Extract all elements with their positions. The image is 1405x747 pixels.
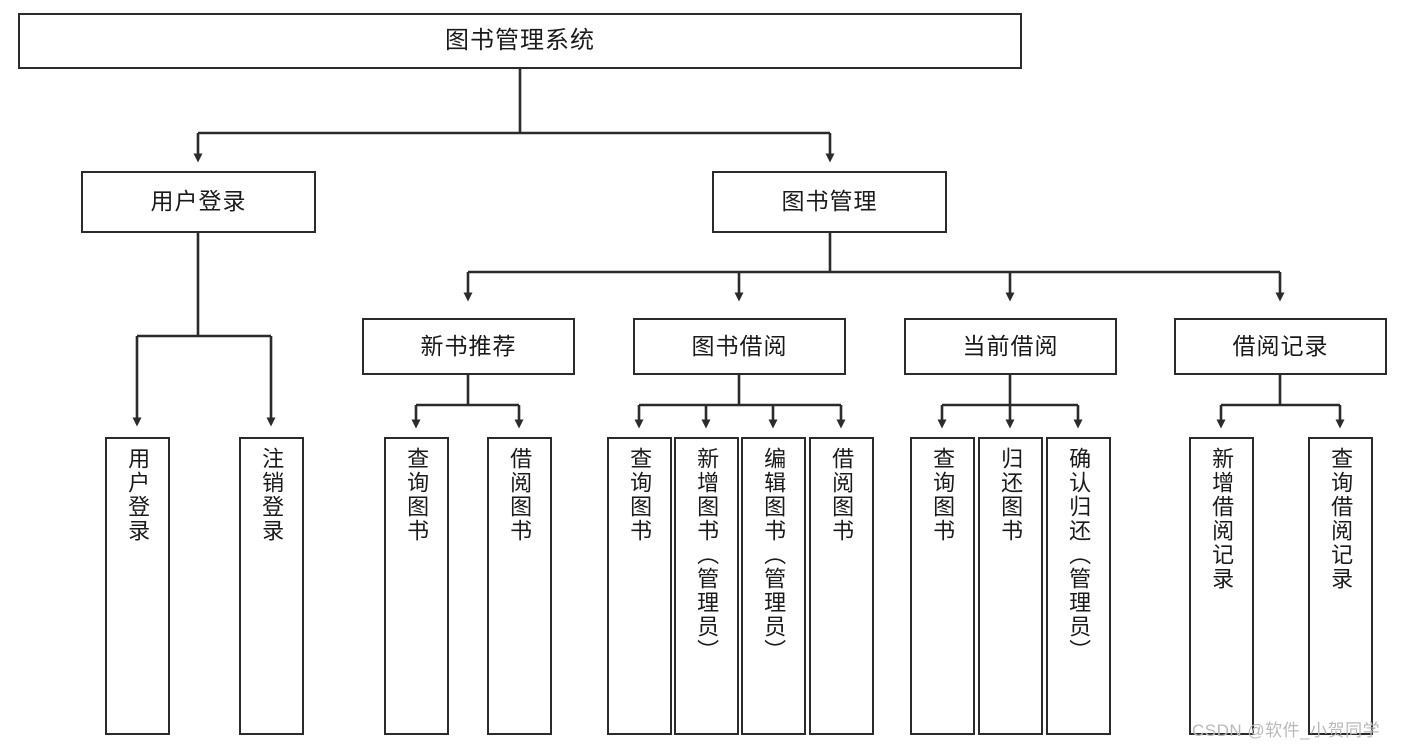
leaf-add-borrow-record[interactable]: 新增借阅记录	[1189, 437, 1254, 735]
leaf-label: 注销登录	[259, 447, 285, 543]
node-label: 借阅记录	[1232, 332, 1329, 359]
leaf-logout[interactable]: 注销登录	[239, 437, 304, 735]
leaf-user-login[interactable]: 用户登录	[105, 437, 170, 735]
leaf-label: 查询图书	[930, 447, 956, 543]
node-user-login[interactable]: 用户登录	[81, 171, 316, 233]
leaf-add-book-admin[interactable]: 新增图书（管理员）	[674, 437, 739, 735]
leaf-return-books[interactable]: 归还图书	[978, 437, 1043, 735]
leaf-query-books-current[interactable]: 查询图书	[910, 437, 975, 735]
node-current-borrowing[interactable]: 当前借阅	[904, 318, 1117, 375]
leaf-query-borrow-record[interactable]: 查询借阅记录	[1308, 437, 1373, 735]
leaf-label: 查询图书	[627, 447, 653, 543]
node-label: 图书借阅	[691, 332, 788, 359]
leaf-borrow-books[interactable]: 借阅图书	[809, 437, 874, 735]
node-label: 新书推荐	[420, 332, 517, 359]
node-book-management[interactable]: 图书管理	[712, 171, 947, 233]
node-label: 图书管理系统	[445, 26, 595, 54]
leaf-borrow-books-new-book[interactable]: 借阅图书	[487, 437, 552, 735]
leaf-label: 新增借阅记录	[1209, 447, 1235, 591]
node-book-borrowing[interactable]: 图书借阅	[633, 318, 846, 375]
node-label: 图书管理	[781, 188, 878, 215]
leaf-edit-book-admin[interactable]: 编辑图书（管理员）	[741, 437, 806, 735]
node-label: 用户登录	[150, 188, 247, 215]
leaf-label: 借阅图书	[507, 447, 533, 543]
node-label: 当前借阅	[962, 332, 1059, 359]
leaf-label: 用户登录	[125, 447, 151, 543]
leaf-label: 查询借阅记录	[1328, 447, 1354, 591]
leaf-label: 新增图书（管理员）	[694, 447, 720, 663]
node-borrow-records[interactable]: 借阅记录	[1174, 318, 1387, 375]
watermark-text: CSDN @软件_小贺同学	[1192, 721, 1381, 740]
leaf-label: 借阅图书	[829, 447, 855, 543]
leaf-label: 确认归还（管理员）	[1066, 447, 1092, 663]
leaf-label: 归还图书	[998, 447, 1024, 543]
leaf-query-books-borrow[interactable]: 查询图书	[607, 437, 672, 735]
leaf-confirm-return-admin[interactable]: 确认归还（管理员）	[1046, 437, 1111, 735]
leaf-query-books-new-book[interactable]: 查询图书	[384, 437, 449, 735]
node-root-book-management-system[interactable]: 图书管理系统	[18, 13, 1022, 69]
leaf-label: 查询图书	[404, 447, 430, 543]
leaf-label: 编辑图书（管理员）	[761, 447, 787, 663]
node-new-book-recommendation[interactable]: 新书推荐	[362, 318, 575, 375]
